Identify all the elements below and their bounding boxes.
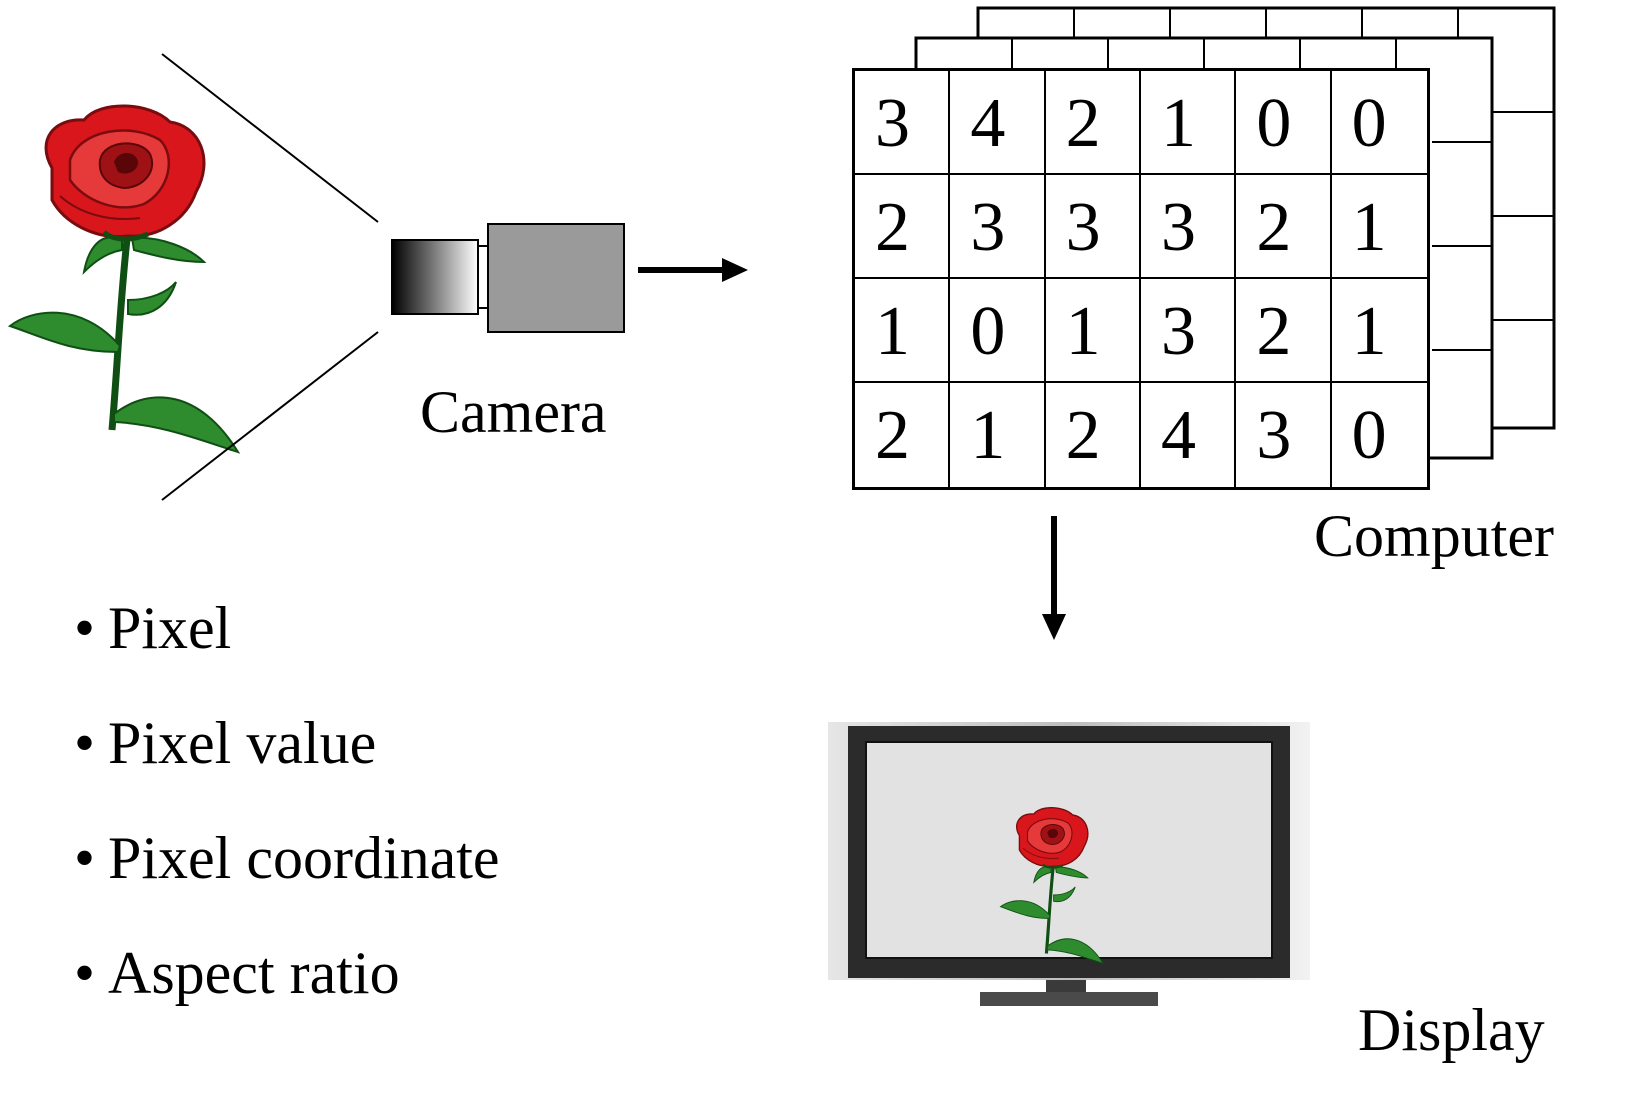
pixel-cell: 0 xyxy=(1351,397,1387,474)
pixel-cell: 0 xyxy=(950,279,1046,383)
list-item: •Aspect ratio xyxy=(74,943,500,1058)
camera-icon xyxy=(391,223,625,333)
display-label: Display xyxy=(1358,997,1545,1063)
pixel-cell: 3 xyxy=(1141,175,1237,279)
concept-list: •Pixel •Pixel value •Pixel coordinate •A… xyxy=(74,598,500,1058)
pixel-cell: 1 xyxy=(1045,279,1141,383)
bullet-text: Pixel coordinate xyxy=(108,825,500,891)
pixel-cell: 3 xyxy=(1141,279,1237,383)
pixel-cell: 2 xyxy=(855,383,951,487)
pixel-cell: 3 xyxy=(855,71,951,175)
list-item: •Pixel coordinate xyxy=(74,828,500,943)
pixel-cell: 2 xyxy=(1046,383,1141,487)
bullet-glyph: • xyxy=(74,825,96,891)
pixel-cell: 3 xyxy=(1045,175,1141,279)
pixel-cell: 2 xyxy=(1045,71,1141,175)
pixel-cell: 0 xyxy=(1236,71,1332,175)
view-line-bottom xyxy=(161,331,379,501)
pixel-cell: 4 xyxy=(1141,383,1237,487)
bullet-text: Pixel xyxy=(108,595,232,661)
camera-label: Camera xyxy=(420,379,607,445)
view-line-top xyxy=(161,53,379,223)
arrow-right-icon xyxy=(638,258,748,282)
pixel-value-grid: 3 4 2 1 0 0 2 3 3 3 2 1 1 0 1 3 2 1 2 1 … xyxy=(852,68,1430,490)
computer-label: Computer xyxy=(1314,503,1554,569)
arrow-down-icon xyxy=(1042,516,1066,640)
bullet-text: Pixel value xyxy=(108,710,377,776)
list-item: •Pixel xyxy=(74,598,500,713)
bullet-glyph: • xyxy=(74,940,96,1006)
pixel-cell: 2 xyxy=(1236,175,1332,279)
pixel-cell: 1 xyxy=(1331,175,1427,279)
pixel-cell: 2 xyxy=(855,175,951,279)
pixel-cell: 1 xyxy=(950,383,1046,487)
pixel-cell: 4 xyxy=(950,71,1046,175)
pixel-cell: 3 xyxy=(1236,383,1332,487)
pixel-cell: 0 xyxy=(1331,71,1427,175)
bullet-glyph: • xyxy=(74,595,96,661)
pixel-cell: 2 xyxy=(1236,279,1332,383)
rose-icon xyxy=(10,106,238,452)
pixel-cell: 3 xyxy=(950,175,1046,279)
pixel-cell: 1 xyxy=(1331,279,1427,383)
bullet-glyph: • xyxy=(74,710,96,776)
list-item: •Pixel value xyxy=(74,713,500,828)
pixel-cell: 1 xyxy=(855,279,951,383)
bullet-text: Aspect ratio xyxy=(108,940,400,1006)
tv-display-icon xyxy=(828,722,1310,1006)
pixel-cell: 1 xyxy=(1141,71,1237,175)
